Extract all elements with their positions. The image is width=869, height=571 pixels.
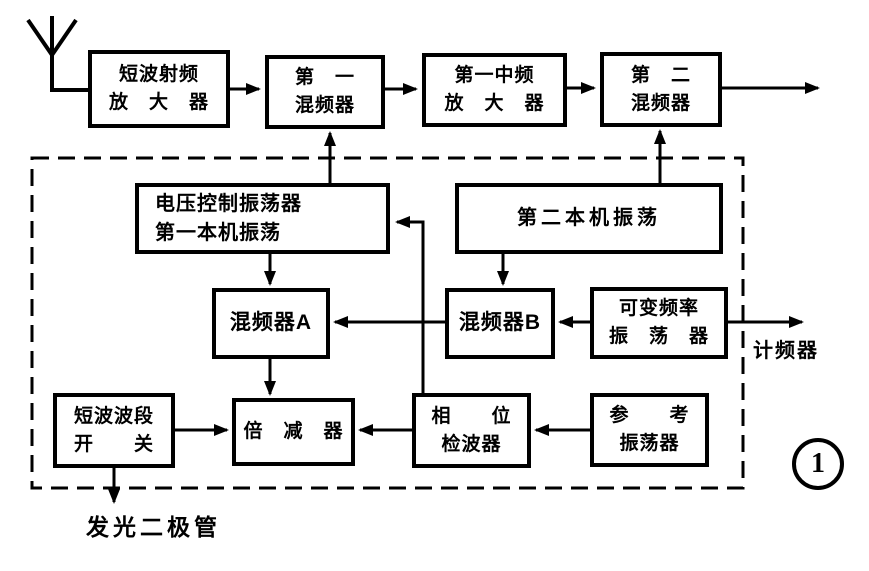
block-label: 混频器 (630, 92, 691, 114)
block-second-mixer: 第 二 混频器 (600, 52, 722, 127)
block-label: 短波射频 (118, 64, 199, 86)
block-label: 开 关 (73, 433, 154, 455)
led-label: 发光二极管 (86, 514, 221, 540)
block-label: 相 位 (431, 405, 512, 427)
block-label: 放 大 器 (108, 92, 209, 113)
block-label: 第 一 (294, 67, 355, 89)
block-label: 检波器 (441, 433, 502, 455)
block-divider: 倍 减 器 (232, 398, 355, 466)
block-label: 混频器 (294, 95, 355, 116)
block-label: 电压控制振荡器 (155, 192, 302, 215)
figure-number-badge: 1 (792, 438, 844, 490)
antenna-icon (26, 16, 88, 92)
block-mixer-b: 混频器B (445, 288, 555, 359)
block-label: 第二本机振荡 (517, 207, 661, 229)
block-reference-osc: 参 考 振荡器 (590, 393, 709, 467)
block-phase-detector: 相 位 检波器 (412, 393, 531, 468)
block-label: 短波波段 (73, 405, 154, 427)
figure-number: 1 (811, 448, 825, 479)
block-vco-first-local-osc: 电压控制振荡器 第一本机振荡 (135, 183, 390, 254)
block-first-if-amplifier: 第一中频 放 大 器 (422, 53, 567, 127)
block-label: 可变频率 (618, 298, 699, 320)
block-label: 倍 减 器 (243, 421, 344, 443)
block-band-switch: 短波波段 开 关 (53, 393, 175, 468)
block-label: 振 荡 器 (608, 326, 709, 347)
block-second-local-osc: 第二本机振荡 (455, 183, 723, 254)
block-label: 混频器A (229, 311, 313, 335)
block-label: 第 二 (630, 64, 691, 86)
block-label: 参 考 (609, 405, 690, 427)
freq-counter-label: 计频器 (753, 340, 819, 362)
block-first-mixer: 第 一 混频器 (265, 55, 385, 129)
block-label: 第一本机振荡 (155, 221, 281, 244)
block-label: 放 大 器 (444, 93, 545, 114)
block-mixer-a: 混频器A (212, 288, 330, 359)
block-variable-freq-osc: 可变频率 振 荡 器 (590, 287, 728, 359)
block-label: 振荡器 (619, 433, 680, 454)
block-label: 第一中频 (454, 65, 535, 87)
block-label: 混频器B (458, 311, 542, 335)
block-rf-amplifier: 短波射频 放 大 器 (88, 50, 230, 128)
wire-phasedet-to-vco (395, 216, 425, 393)
